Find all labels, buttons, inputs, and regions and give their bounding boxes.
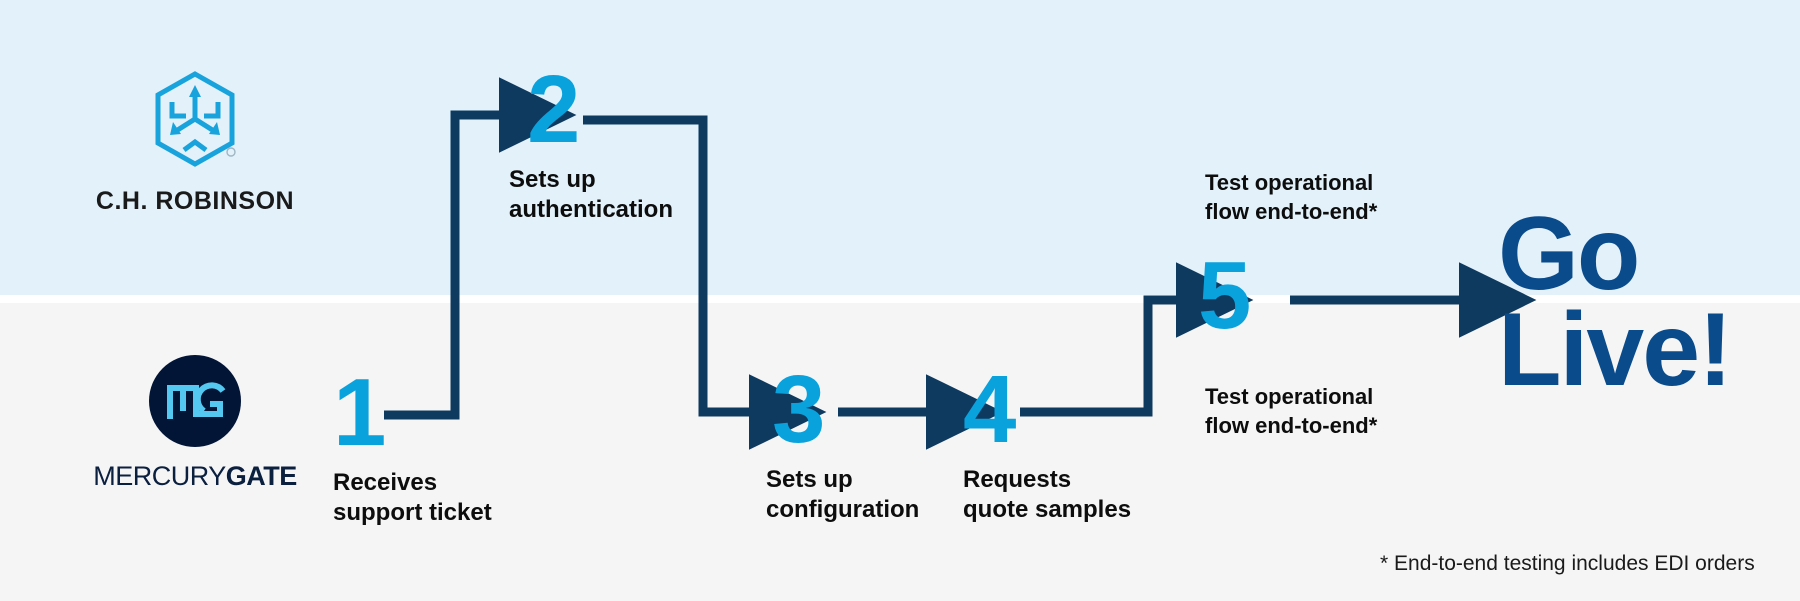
step-label-3: Sets up configuration xyxy=(766,466,920,523)
mg-monogram-icon xyxy=(149,355,241,447)
step-number-1: 1 xyxy=(333,359,386,466)
lane-divider-gap xyxy=(0,295,1800,303)
hexagon-cube-arrows-icon xyxy=(155,71,236,167)
connector-2-to-3 xyxy=(583,115,827,450)
step-label-2: Sets up authentication xyxy=(509,166,674,223)
logo-chrobinson: C.H. ROBINSON xyxy=(95,70,295,216)
connector-1-to-2 xyxy=(384,77,577,420)
go-live-outcome: Go Live! xyxy=(1498,196,1733,408)
step-number-5: 5 xyxy=(1198,242,1251,349)
step-label-4: Requests quote samples xyxy=(963,466,1132,523)
connector-4-to-5 xyxy=(1020,262,1254,417)
note-test-flow-bottom: Test operational flow end-to-end* xyxy=(1205,384,1378,438)
top-lane-band xyxy=(0,0,1800,295)
mercurygate-wordmark: MERCURYGATE xyxy=(70,461,320,492)
mercurygate-word-light: MERCURY xyxy=(93,461,226,491)
step-number-4: 4 xyxy=(963,356,1016,463)
step-number-3: 3 xyxy=(772,356,825,463)
chrobinson-wordmark: C.H. ROBINSON xyxy=(95,187,295,215)
step-number-2: 2 xyxy=(527,56,580,163)
note-test-flow-top: Test operational flow end-to-end* xyxy=(1205,170,1378,224)
step-label-1: Receives support ticket xyxy=(333,469,492,526)
mercurygate-word-bold: GATE xyxy=(225,461,298,491)
footnote-text: * End-to-end testing includes EDI orders xyxy=(1380,552,1755,575)
bottom-lane-band xyxy=(0,303,1800,601)
logo-mercurygate: MERCURYGATE xyxy=(70,355,320,492)
